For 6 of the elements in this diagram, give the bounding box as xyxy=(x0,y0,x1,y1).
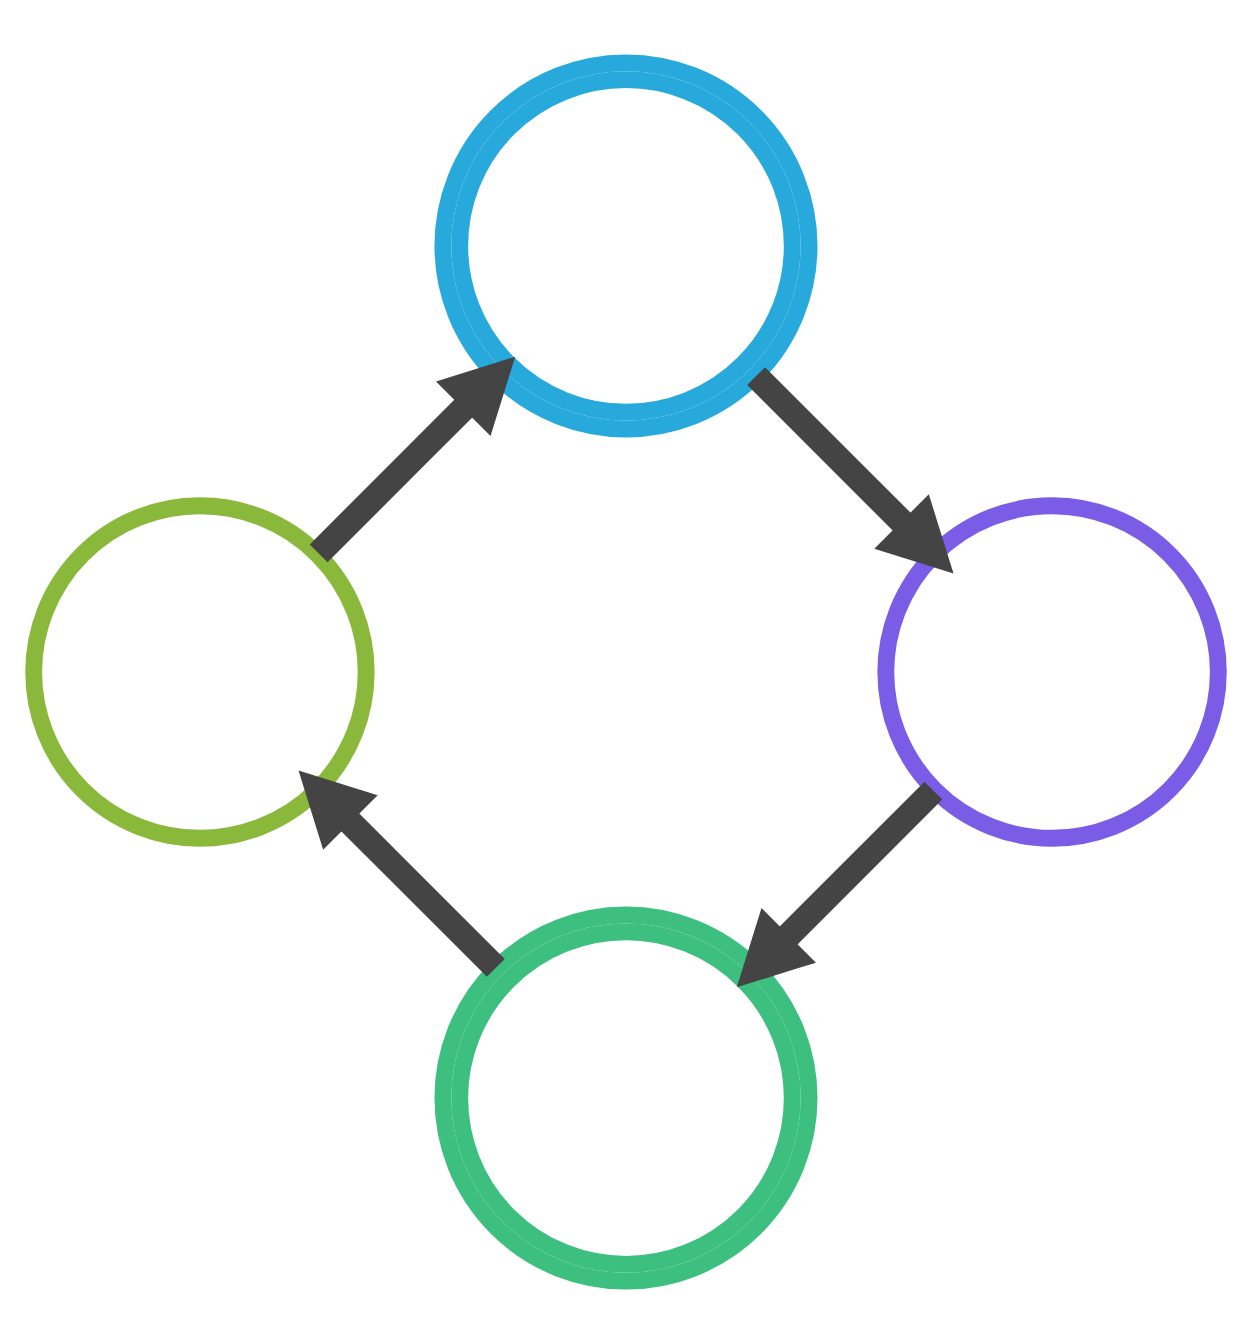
picture xyxy=(25,497,375,847)
arrow xyxy=(736,781,943,988)
picture xyxy=(877,497,1227,847)
arrow xyxy=(298,770,505,977)
arrow xyxy=(747,367,954,574)
arrow xyxy=(309,356,516,563)
